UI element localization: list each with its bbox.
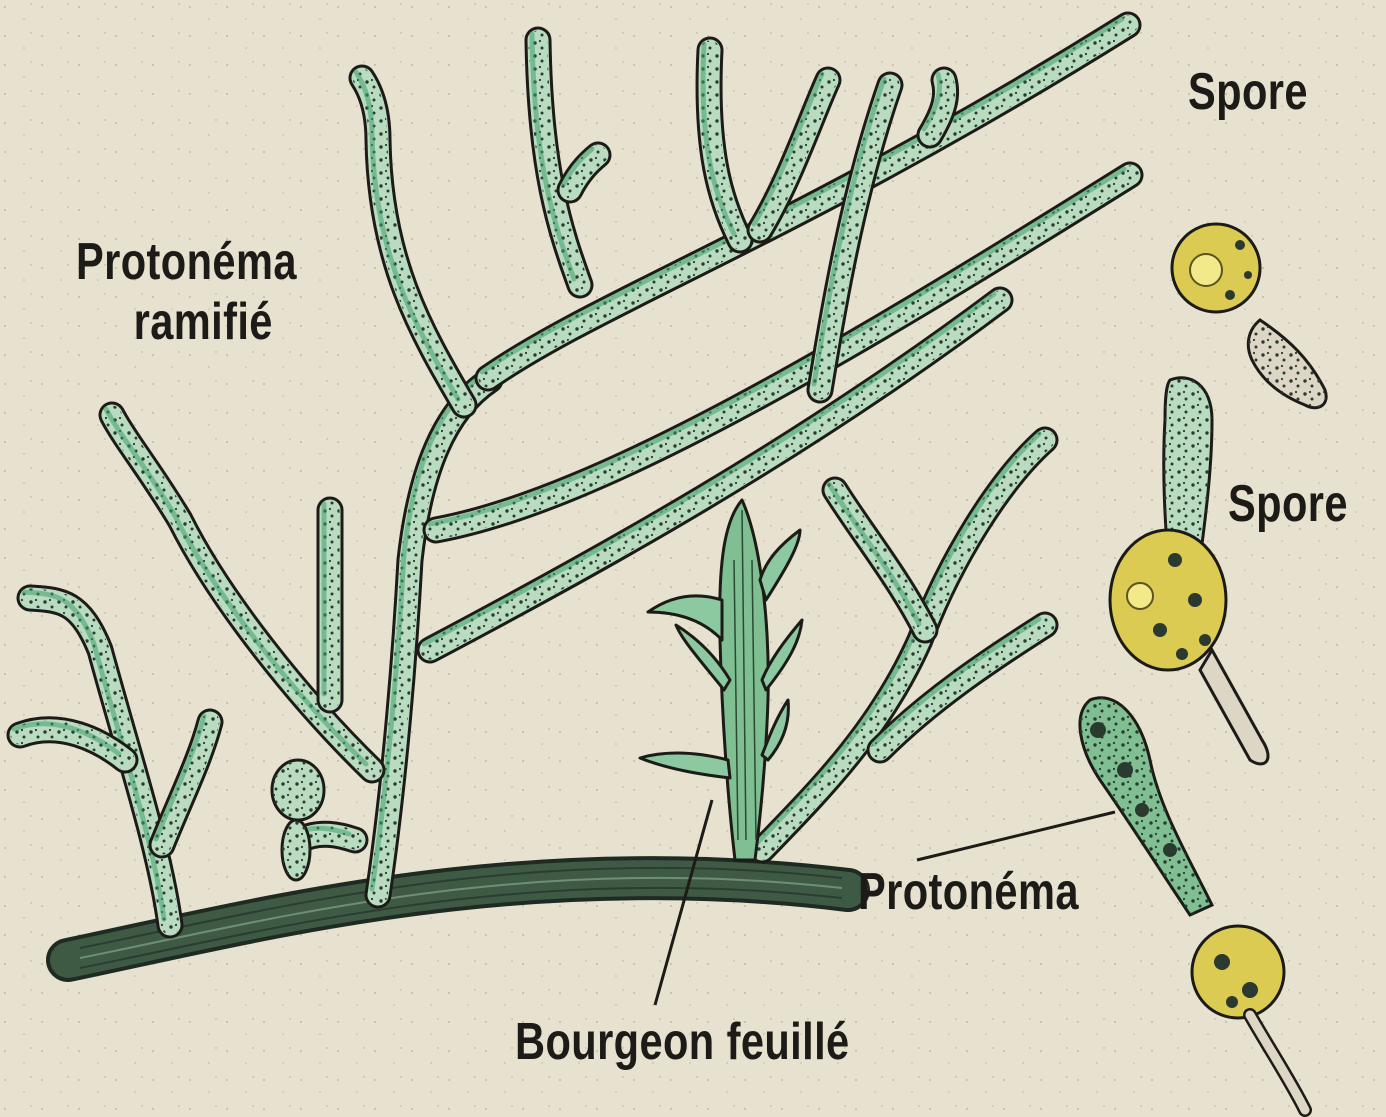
label-protonema: Protonéma [858,862,1079,922]
label-leafy-bud: Bourgeon feuillé [515,1012,850,1072]
label-branched-protonema-line2: ramifié [76,292,297,352]
label-spore-middle: Spore [1228,474,1348,534]
label-branched-protonema-line1: Protonéma [76,232,297,292]
label-spore-top: Spore [1188,62,1308,122]
label-branched-protonema: Protonéma ramifié [76,232,297,352]
